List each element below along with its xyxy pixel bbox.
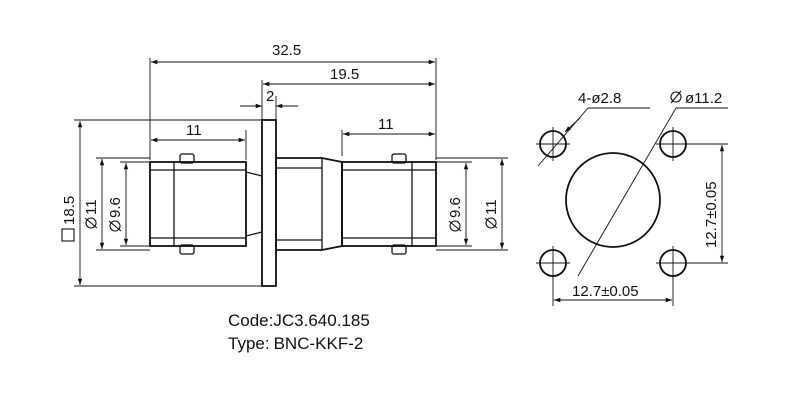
diameter-icon [84,217,98,229]
right-body [275,157,343,251]
product-info: Code:JC3.640.185 Type:BNC-KKF-2 [228,311,370,353]
dim-left-outer-dia: 11 [83,199,100,215]
dim-flange-thickness: 2 [266,88,274,105]
code-label: Code: [228,311,273,330]
dim-right-inner-dia: 9.6 [447,197,464,218]
dim-flange-square: 18.5 [61,196,78,225]
dim-overall-length: 32.5 [272,42,301,59]
dim-vertical-spacing-label: 12.7±0.05 [703,181,720,248]
left-plug-body [149,161,247,247]
center-hole [565,152,661,248]
diameter-icon [670,90,682,104]
front-view-leaders [537,107,728,306]
extension-lines [74,58,508,287]
diameter-icon [484,217,498,229]
dim-right-outer-dia-label: 11 [483,199,500,229]
dim-plug-to-end: 19.5 [330,66,359,83]
dim-left-plug-length: 11 [186,122,202,139]
dim-vertical-spacing: 12.7±0.05 [703,181,720,248]
dim-mounting-holes: 4-ø2.8 [578,90,621,107]
dim-horizontal-spacing: 12.7±0.05 [572,283,639,300]
left-bayonet-pin-top [179,153,195,164]
dim-right-outer-dia: 11 [483,199,500,215]
right-bayonet-pin-bottom [391,244,407,255]
dim-left-outer-dia-label: 11 [83,199,100,229]
diameter-icon [108,220,122,232]
side-view [149,119,437,287]
code-value: JC3.640.185 [273,311,369,330]
dim-left-inner-dia-label: 9.6 [107,197,124,232]
flange [261,119,277,287]
front-view [536,127,690,280]
type-label: Type: [228,334,270,353]
dim-left-inner-dia: 9.6 [107,197,124,218]
type-line: Type:BNC-KKF-2 [228,334,363,353]
dim-right-inner-dia-label: 9.6 [447,197,464,232]
right-bayonet-pin-top [391,153,407,164]
code-line: Code:JC3.640.185 [228,311,370,330]
dim-center-hole-label: ø11.2 [670,90,722,107]
dimension-lines [77,59,505,285]
type-value: BNC-KKF-2 [274,334,364,353]
dim-flange-square-label: 18.5 [61,196,78,242]
left-bayonet-pin-bottom [179,244,195,255]
dim-center-hole: ø11.2 [685,90,722,107]
right-plug-body [341,161,437,247]
left-neck [245,171,263,237]
dim-right-plug-length: 11 [378,116,394,133]
diameter-icon [448,220,462,232]
square-symbol-icon [61,228,75,242]
